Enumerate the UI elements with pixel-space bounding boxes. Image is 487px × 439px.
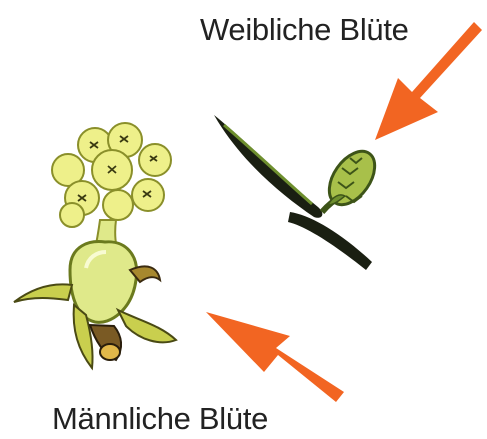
female-stem-base: [288, 212, 372, 270]
male-petals: [52, 123, 171, 227]
male-flower-label: Männliche Blüte: [52, 403, 268, 434]
arrow-male-shape: [206, 312, 344, 402]
male-sepal-bottom-right: [118, 310, 176, 342]
arrow-male: [206, 312, 344, 402]
female-leaf-highlight: [224, 125, 312, 204]
male-flower: [14, 123, 176, 368]
male-base-tip: [100, 344, 120, 360]
female-flower: [214, 115, 384, 270]
female-flower-label: Weibliche Blüte: [200, 14, 409, 45]
male-sepal-left: [14, 284, 72, 302]
